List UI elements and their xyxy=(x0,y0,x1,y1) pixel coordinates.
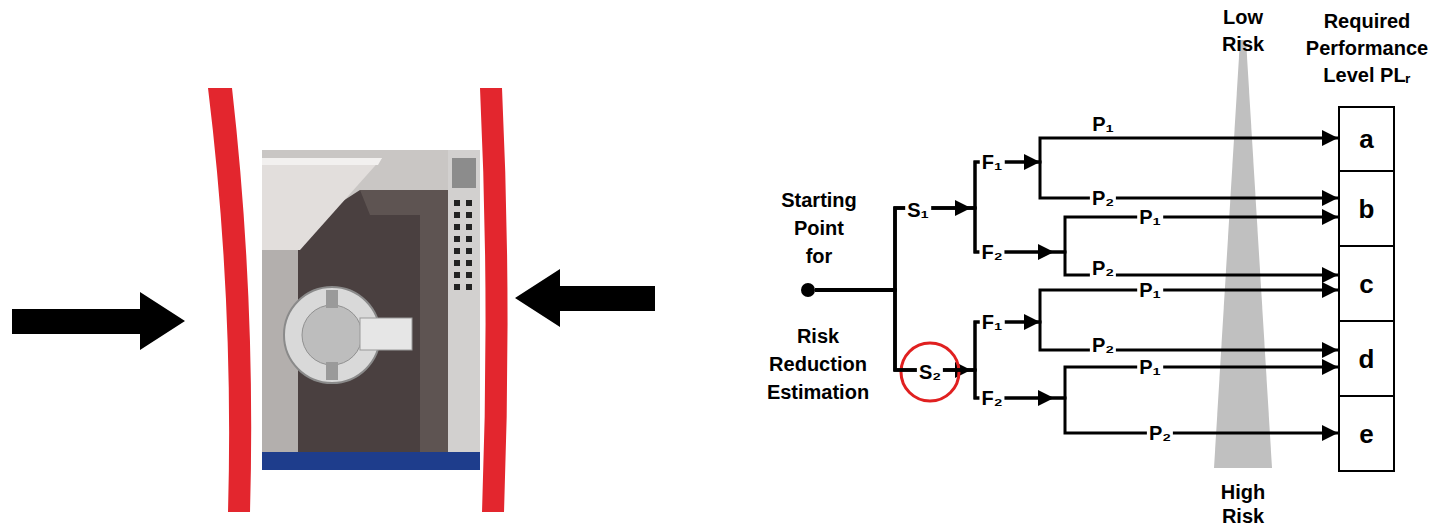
possibility-label: P₁ xyxy=(1137,355,1163,379)
risk-triangle xyxy=(1214,40,1272,468)
performance-level-box: d xyxy=(1338,320,1395,397)
start-label: Starting Point for xyxy=(778,186,860,270)
possibility-label: P₁ xyxy=(1137,278,1163,302)
risk-path-arrow xyxy=(815,290,1338,370)
column-heading: Required Performance Level PLᵣ xyxy=(1297,8,1437,89)
performance-level-box: a xyxy=(1338,106,1395,172)
risk-path-arrow xyxy=(815,290,1338,398)
risk-path-arrow xyxy=(815,138,1338,290)
lathe-machine xyxy=(262,150,480,470)
frequency-label: F₂ xyxy=(979,240,1004,264)
possibility-label: P₂ xyxy=(1090,333,1116,357)
frequency-label: F₁ xyxy=(980,310,1005,334)
performance-level-box: b xyxy=(1338,170,1395,247)
risk-path-arrow xyxy=(815,208,1338,290)
level-letter: b xyxy=(1359,194,1375,224)
highlight-circle xyxy=(901,343,959,401)
severity-label: S₁ xyxy=(905,198,931,222)
start-point: Starting Point forRisk Reduction Estimat… xyxy=(758,186,878,406)
push-arrow xyxy=(12,292,185,350)
possibility-label: P₁ xyxy=(1137,205,1163,229)
level-letter: c xyxy=(1359,269,1373,299)
possibility-label: P₁ xyxy=(1090,112,1116,136)
possibility-label: P₂ xyxy=(1147,421,1173,445)
performance-level-box: c xyxy=(1338,245,1395,322)
performance-level-box: e xyxy=(1338,395,1395,472)
severity-label: S₂ xyxy=(917,360,943,384)
risk-label: Low Risk xyxy=(1213,4,1273,58)
possibility-label: P₂ xyxy=(1090,256,1116,280)
level-letter: e xyxy=(1359,419,1373,449)
risk-path-arrow xyxy=(815,162,1338,290)
start-label: Risk Reduction Estimation xyxy=(758,322,878,406)
guard-bar xyxy=(208,88,251,512)
start-dot xyxy=(801,283,815,297)
push-arrow xyxy=(515,269,655,327)
risk-label: High Risk xyxy=(1213,480,1273,528)
frequency-label: F₂ xyxy=(979,386,1004,410)
risk-path-arrow xyxy=(815,290,1338,370)
level-letter: a xyxy=(1359,124,1373,154)
risk-path-arrow xyxy=(815,208,1338,290)
guard-bar xyxy=(480,88,508,512)
risk-path-arrow xyxy=(815,290,1338,433)
frequency-label: F₁ xyxy=(980,150,1005,174)
possibility-label: P₂ xyxy=(1090,186,1116,210)
level-letter: d xyxy=(1359,344,1375,374)
